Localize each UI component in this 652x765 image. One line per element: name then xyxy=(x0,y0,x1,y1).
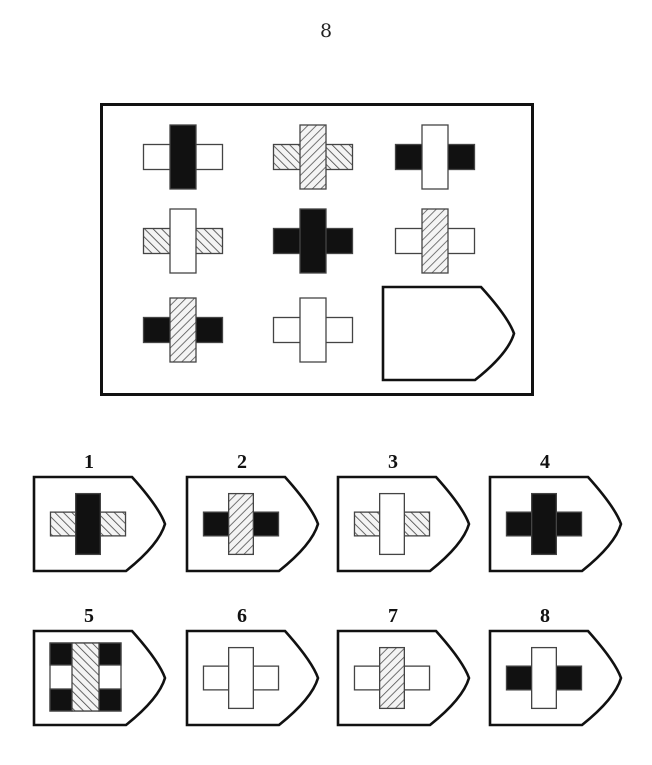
vertical-bar xyxy=(378,646,405,710)
cross-figure xyxy=(142,208,224,274)
cross-figure xyxy=(505,646,583,710)
option-label-8: 8 xyxy=(540,605,550,627)
vertical-bar xyxy=(299,124,327,190)
cross-figure xyxy=(142,124,224,190)
vertical-bar xyxy=(227,646,254,710)
vertical-bar xyxy=(421,124,449,190)
vertical-bar xyxy=(531,492,558,556)
answer-option-8[interactable] xyxy=(488,629,623,727)
cross-figure xyxy=(353,492,431,556)
cross-figure xyxy=(272,124,354,190)
cross-figure xyxy=(272,208,354,274)
cross-figure xyxy=(272,297,354,363)
corner-square xyxy=(98,642,122,666)
vertical-bar xyxy=(169,208,197,274)
vertical-bar xyxy=(227,492,254,556)
cross-figure xyxy=(394,124,476,190)
option-label-7: 7 xyxy=(388,605,398,627)
answer-option-3[interactable] xyxy=(336,475,471,573)
vertical-bar xyxy=(71,642,100,712)
cross-figure xyxy=(202,646,280,710)
cross-figure xyxy=(353,646,431,710)
cross-figure xyxy=(49,492,127,556)
vertical-bar xyxy=(421,208,449,274)
empty-answer-slot xyxy=(381,285,516,382)
option-label-4: 4 xyxy=(540,451,550,473)
cross-figure xyxy=(202,492,280,556)
vertical-bar xyxy=(169,124,197,190)
answer-option-5[interactable] xyxy=(32,629,167,727)
puzzle-number: 8 xyxy=(319,20,333,42)
option-label-1: 1 xyxy=(84,451,94,473)
option-label-2: 2 xyxy=(237,451,247,473)
vertical-bar xyxy=(75,492,102,556)
option-label-5: 5 xyxy=(84,605,94,627)
cross-figure xyxy=(142,297,224,363)
option-label-3: 3 xyxy=(388,451,398,473)
vertical-bar xyxy=(299,297,327,363)
vertical-bar xyxy=(299,208,327,274)
answer-option-2[interactable] xyxy=(185,475,320,573)
cross-figure xyxy=(394,208,476,274)
answer-option-1[interactable] xyxy=(32,475,167,573)
corner-square xyxy=(98,688,122,712)
corner-square xyxy=(49,642,73,666)
answer-option-6[interactable] xyxy=(185,629,320,727)
answer-option-7[interactable] xyxy=(336,629,471,727)
puzzle-matrix xyxy=(100,103,534,396)
cross-figure xyxy=(505,492,583,556)
vertical-bar xyxy=(169,297,197,363)
vertical-bar xyxy=(531,646,558,710)
answer-option-4[interactable] xyxy=(488,475,623,573)
vertical-bar xyxy=(378,492,405,556)
option-label-6: 6 xyxy=(237,605,247,627)
corner-square xyxy=(49,688,73,712)
